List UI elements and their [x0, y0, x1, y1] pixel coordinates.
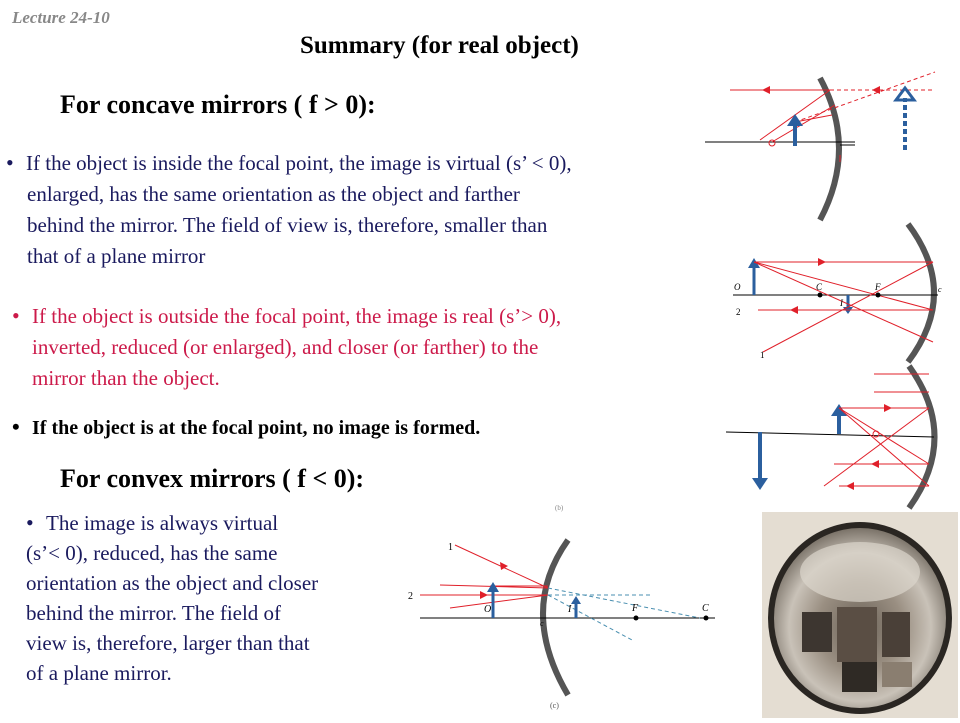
center-point	[817, 292, 823, 298]
ray-arrowhead	[871, 460, 879, 468]
shelf-reflection	[802, 612, 832, 652]
p1-line-1: If the object is inside the focal point,…	[26, 151, 572, 175]
label-ray-2: 2	[408, 591, 413, 602]
concave-heading: For concave mirrors ( f > 0):	[60, 90, 376, 119]
p4-line-1: The image is always virtual	[46, 511, 279, 535]
optic-axis	[725, 431, 935, 438]
shelf-reflection	[837, 607, 877, 662]
ray	[823, 407, 930, 487]
ray-arrowhead	[500, 562, 508, 570]
p4-line-3: orientation as the object and closer	[26, 571, 319, 595]
ray-arrowhead	[480, 591, 488, 599]
bullet: •	[26, 510, 34, 535]
ray-2-reflected	[449, 594, 549, 609]
lecture-label: Lecture 24-10	[12, 8, 110, 27]
shelf-reflection	[882, 612, 910, 657]
focal-point	[768, 139, 776, 147]
label-o: O	[734, 282, 741, 292]
label-i: I	[567, 604, 572, 615]
label-ray-1: 1	[448, 542, 453, 553]
ray-extension	[794, 71, 936, 123]
image-arrowhead	[571, 596, 581, 604]
p4-line-6: of a plane mirror.	[26, 661, 172, 685]
label-c: C	[702, 603, 709, 614]
caption: (c)	[550, 701, 559, 710]
label-f: F	[874, 282, 881, 292]
concave-virtual-paragraph: • If the object is inside the focal point…	[6, 147, 731, 272]
p1-line-4: that of a plane mirror	[27, 244, 206, 268]
ray-arrowhead	[762, 86, 770, 94]
ceiling-reflection	[800, 542, 920, 602]
ray	[771, 104, 836, 143]
object-arrowhead	[787, 114, 803, 126]
diagram-convex: (b) 1 2 O I F C c (c)	[408, 504, 715, 710]
focal-point	[875, 292, 881, 298]
bullet: •	[12, 414, 20, 439]
center-point	[703, 615, 709, 621]
convex-mirror	[540, 538, 571, 697]
ray	[838, 407, 930, 487]
image-arrowhead	[752, 478, 768, 490]
caption-top: (b)	[555, 504, 564, 512]
concave-real-paragraph: • If the object is outside the focal poin…	[12, 300, 732, 394]
figure-reflection	[842, 662, 877, 692]
ray-arrowhead	[872, 86, 880, 94]
bullet: •	[6, 150, 14, 175]
slide-title: Summary (for real object)	[300, 32, 579, 59]
ray-arrowhead	[884, 404, 892, 412]
ray	[794, 114, 833, 123]
p2-line-2: inverted, reduced (or enlarged), and clo…	[32, 335, 539, 359]
p2-line-3: mirror than the object.	[32, 366, 220, 390]
label-c: C	[816, 282, 823, 292]
virtual-extension	[547, 594, 633, 641]
concave-focal-paragraph: • If the object is at the focal point, no…	[12, 414, 480, 440]
convex-heading: For convex mirrors ( f < 0):	[60, 464, 365, 493]
p3-text: If the object is at the focal point, no …	[32, 417, 481, 439]
focal-point	[872, 430, 880, 438]
image-arrowhead	[893, 85, 917, 102]
label-f: F	[631, 603, 639, 614]
label-ray-2: 2	[736, 307, 741, 317]
ray	[753, 261, 934, 311]
ray-arrowhead	[846, 482, 854, 490]
diagram-concave-focal	[725, 364, 938, 510]
ray-arrowhead	[818, 258, 826, 266]
p4-line-2: (s’< 0), reduced, has the same	[26, 541, 278, 565]
ray	[838, 407, 930, 465]
object-arrowhead	[748, 258, 760, 268]
p4-line-4: behind the mirror. The field of	[26, 601, 282, 625]
label-c-small: c	[540, 619, 544, 628]
diagram-concave-real: O C F I c 2 1	[733, 222, 942, 364]
p2-line-1: If the object is outside the focal point…	[32, 304, 562, 328]
convex-mirror-photo	[762, 512, 958, 718]
bullet: •	[12, 303, 20, 328]
object-arrowhead	[831, 404, 847, 416]
label-o: O	[484, 604, 491, 615]
ray	[762, 261, 934, 353]
p1-line-3: behind the mirror. The field of view is,…	[27, 213, 548, 237]
object-arrowhead	[487, 582, 499, 592]
focal-point	[633, 615, 639, 621]
concave-mirror	[905, 222, 937, 364]
p4-line-5: view is, therefore, larger than that	[26, 631, 310, 655]
p1-line-2: enlarged, has the same orientation as th…	[27, 182, 520, 206]
shelf-reflection	[882, 662, 912, 687]
diagram-concave-virtual	[705, 71, 936, 222]
concave-mirror	[817, 76, 842, 222]
label-c-small: c	[938, 285, 942, 294]
label-i: I	[839, 298, 844, 308]
virtual-extension	[547, 587, 701, 619]
concave-mirror	[906, 364, 938, 510]
convex-paragraph: • The image is always virtual (s’< 0), re…	[26, 508, 416, 688]
mirror-photo-graphic	[762, 512, 958, 718]
ray-arrowhead	[790, 306, 798, 314]
label-ray-1: 1	[760, 350, 765, 360]
ray	[753, 261, 934, 343]
